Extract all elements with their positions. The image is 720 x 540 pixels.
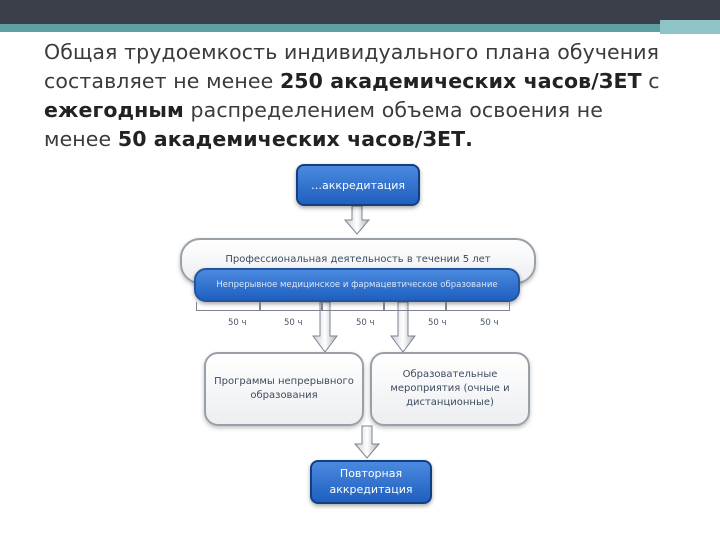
- hours-label: 50 ч: [284, 318, 303, 328]
- title-strip: [0, 24, 720, 32]
- heading-line1: Общая трудоемкость индивидуального плана…: [44, 40, 660, 64]
- slide-heading: Общая трудоемкость индивидуального плана…: [44, 38, 704, 154]
- hours-label: 50 ч: [228, 318, 247, 328]
- hours-bracket: [196, 302, 510, 311]
- hours-label: 50 ч: [428, 318, 447, 328]
- heading-line3a: ежегодным: [44, 98, 184, 122]
- heading-line4a: менее: [44, 127, 118, 151]
- re-accreditation-label: Повторная аккредитация: [329, 467, 413, 496]
- re-accreditation-box: Повторная аккредитация: [310, 460, 432, 504]
- events-box: Образовательные мероприятия (очные и дис…: [370, 352, 530, 426]
- accreditation-box: …аккредитация: [296, 164, 420, 206]
- events-label: Образовательные мероприятия (очные и дис…: [390, 369, 510, 408]
- heading-line3b: распределением объема освоения не: [183, 98, 603, 122]
- arrow-down-2: [312, 301, 338, 353]
- programs-box: Программы непрерывного образования: [204, 352, 364, 426]
- hours-label: 50 ч: [356, 318, 375, 328]
- arrow-down-1: [343, 205, 371, 235]
- heading-line4b: 50 академических часов/ЗЕТ.: [117, 127, 474, 151]
- continuous-education-label: Непрерывное медицинское и фармацевтическ…: [216, 280, 498, 290]
- title-accent: [660, 20, 720, 34]
- heading-line2c: с: [641, 69, 660, 93]
- programs-label: Программы непрерывного образования: [214, 376, 354, 401]
- heading-line2b: 250 академических часов/ЗЕТ: [279, 69, 642, 93]
- arrow-down-3: [390, 301, 416, 353]
- continuous-education-bar: Непрерывное медицинское и фармацевтическ…: [194, 268, 520, 302]
- hours-label: 50 ч: [480, 318, 499, 328]
- arrow-down-4: [353, 425, 381, 459]
- title-bar: [0, 0, 720, 24]
- professional-activity-label: Профессиональная деятельность в течении …: [225, 254, 491, 265]
- heading-line2a: составляет не менее: [44, 69, 280, 93]
- accreditation-label: …аккредитация: [311, 178, 405, 192]
